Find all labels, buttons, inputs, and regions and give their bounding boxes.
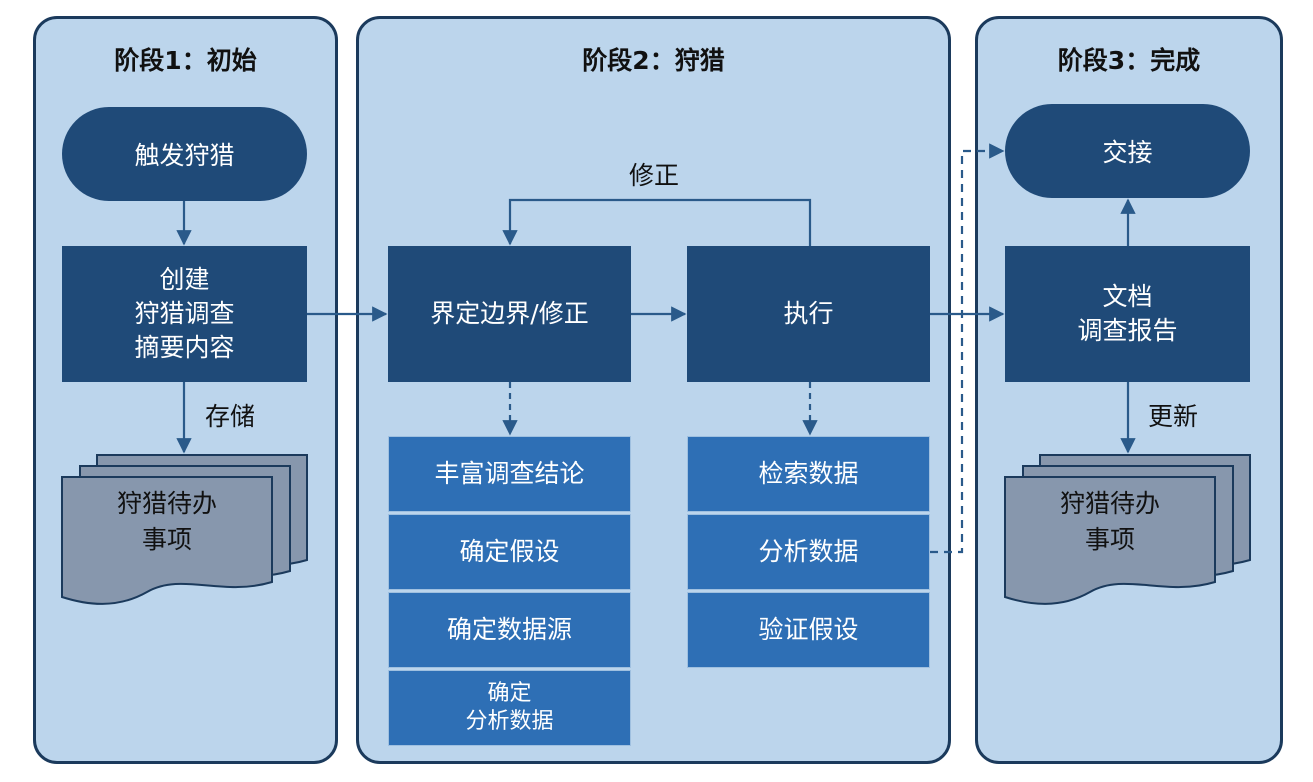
phase-2-title: 阶段2：狩猎 (582, 46, 725, 75)
revise-edge-label: 修正 (629, 161, 680, 190)
backlog-right-text: 狩猎待办 事项 (1059, 489, 1160, 554)
backlog-left-text: 狩猎待办 事项 (116, 489, 217, 554)
execute-task-retrieve: 检索数据 (687, 436, 930, 512)
phase-3-title: 阶段3：完成 (1057, 46, 1201, 75)
update-edge-label: 更新 (1148, 402, 1199, 431)
execute-task-validate: 验证假设 (687, 592, 930, 668)
scope-task-enrich: 丰富调查结论 (388, 436, 631, 512)
scope-task-datasource: 确定数据源 (388, 592, 631, 668)
execute-node: 执行 (687, 246, 930, 382)
execute-task-analyze: 分析数据 (687, 514, 930, 590)
trigger-hunt-node: 触发狩猎 (62, 107, 307, 201)
create-summary-node: 创建 狩猎调查 摘要内容 (62, 246, 307, 382)
document-report-node: 文档 调查报告 (1005, 246, 1250, 382)
scope-revise-node: 界定边界/修正 (388, 246, 631, 382)
store-edge-label: 存储 (205, 402, 256, 431)
scope-task-hypothesis: 确定假设 (388, 514, 631, 590)
phase-1-title: 阶段1：初始 (114, 46, 257, 75)
scope-task-analysis-data: 确定 分析数据 (388, 670, 631, 746)
handoff-node: 交接 (1005, 104, 1250, 198)
